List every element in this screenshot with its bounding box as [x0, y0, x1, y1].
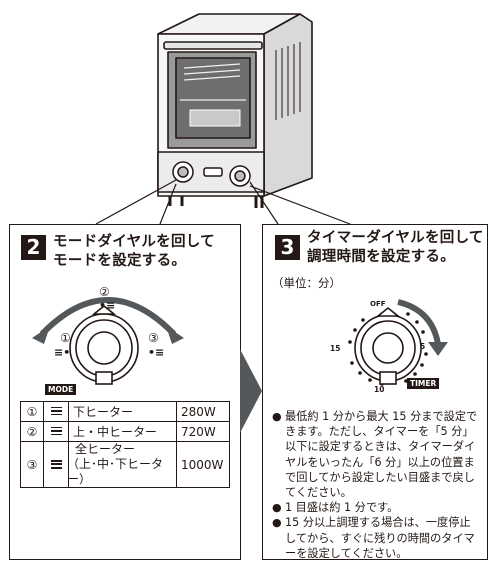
upper-middle-heater-icon [50, 426, 62, 436]
mode-number: ① [20, 401, 44, 422]
heater-name: 全ヒーター [75, 442, 136, 456]
mode-position-3: ③ [148, 331, 159, 345]
timer-dial-diagram [348, 299, 448, 386]
time-unit-label: （単位：分） [272, 276, 341, 290]
mode-position-1: ① [60, 331, 71, 345]
table-row: ① 下ヒーター 280W [20, 401, 230, 422]
step2-heading-line1: モードダイヤルを回して [53, 234, 215, 250]
all-heater-icon [50, 459, 62, 469]
heater-name: 上・中ヒーター [68, 421, 177, 442]
toaster-oven-illustration [95, 13, 351, 225]
heater-name-detail: （上･中･下ヒーター） [67, 457, 164, 486]
step3-heading-line1: タイマーダイヤルを回して [307, 230, 484, 246]
step2-heading-line2: モードを設定する。 [53, 253, 187, 269]
step-transition-arrow [240, 349, 262, 433]
timer-mark-5: 5 [420, 342, 426, 351]
mode-position-1-symbol: ≡• [54, 346, 71, 359]
mode-position-3-symbol: •≡ [148, 346, 165, 359]
mode-rotation-arrow [39, 297, 177, 337]
heater-name: 下ヒーター [68, 401, 177, 422]
timer-mark-15: 15 [330, 344, 341, 353]
heater-wattage: 1000W [176, 441, 230, 488]
heater-wattage: 280W [176, 401, 230, 422]
mode-number: ③ [20, 441, 44, 488]
timer-mark-10: 10 [374, 385, 385, 394]
timer-notes: 最低約 1 分から最大 15 分まで設定できます。ただし、タイマーを「5 分」以… [272, 409, 480, 561]
mode-dial-label: MODE [45, 384, 77, 395]
note-item: 最低約 1 分から最大 15 分まで設定できます。ただし、タイマーを「5 分」以… [272, 409, 480, 500]
timer-rotation-arrow [397, 299, 441, 345]
table-row: ② 上・中ヒーター 720W [20, 421, 230, 442]
step3-number: 3 [275, 235, 300, 260]
note-item: 1 目盛は約 1 分です。 [272, 500, 480, 515]
table-row: ③ 全ヒーター （上･中･下ヒーター） 1000W [20, 441, 230, 488]
heater-mode-table: ① 下ヒーター 280W ② 上・中ヒーター 720W ③ 全ヒーター （上･中… [20, 401, 230, 488]
step2-heading: モードダイヤルを回して モードを設定する。 [53, 233, 215, 271]
mode-position-2: ② [99, 285, 110, 299]
mode-dial-diagram [32, 297, 184, 385]
step3-heading-line2: 調理時間を設定する。 [307, 249, 455, 265]
timer-mark-off: OFF [370, 300, 386, 308]
lower-heater-icon [50, 406, 62, 416]
mode-number: ② [20, 421, 44, 442]
heater-wattage: 720W [176, 421, 230, 442]
note-item: 15 分以上調理する場合は、一度停止してから、すぐに残りの時間のタイマーを設定し… [272, 515, 480, 561]
mode-position-2-symbol: •≡ [99, 299, 116, 312]
step3-heading: タイマーダイヤルを回して 調理時間を設定する。 [307, 229, 484, 267]
timer-dial-label: TIMER [407, 378, 440, 389]
step2-number: 2 [21, 235, 46, 260]
